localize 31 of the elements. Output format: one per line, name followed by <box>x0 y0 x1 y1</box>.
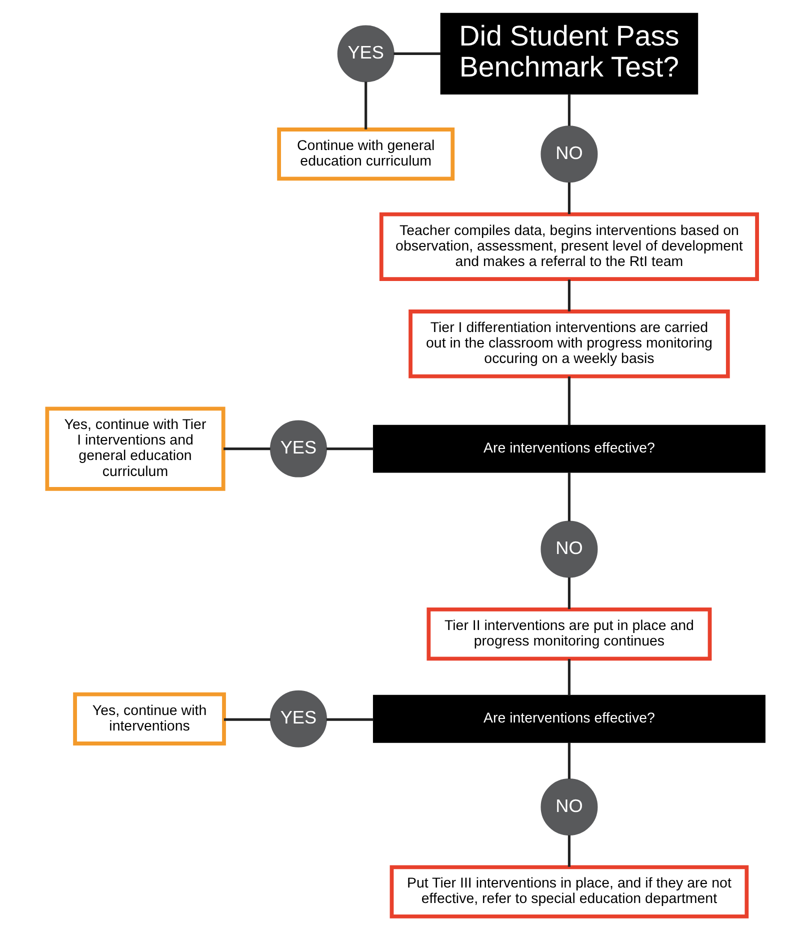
connector <box>394 52 441 56</box>
node-box: Teacher compiles data, begins interventions based on observation, assessment, present level of development and makes a referral to the RtI team <box>379 212 759 282</box>
connector <box>326 718 374 721</box>
connector <box>568 659 570 696</box>
connector <box>568 577 570 610</box>
connector <box>568 182 570 214</box>
connector <box>568 835 570 867</box>
connector <box>224 448 270 450</box>
connector <box>224 718 270 721</box>
node-box: Yes, continue with interventions <box>73 692 226 746</box>
connector <box>568 742 570 779</box>
node-circle: NO <box>540 778 598 836</box>
connector <box>568 94 570 126</box>
connector <box>568 376 570 426</box>
node-box: Are interventions effective? <box>372 424 766 473</box>
connector <box>568 280 570 312</box>
node-box: Yes, continue with Tier I interventions and general education curriculum <box>45 406 226 491</box>
node-circle: YES <box>337 25 394 82</box>
node-box: Continue with general education curriculum <box>277 128 455 181</box>
node-circle: YES <box>270 690 327 748</box>
node-box: Did Student Pass Benchmark Test? <box>440 12 698 95</box>
node-circle: NO <box>540 126 598 183</box>
connector <box>568 472 570 522</box>
node-box: Tier I differentiation interventions are carried out in the classroom with progress monitoring occuring on a weekly basis <box>408 310 730 378</box>
node-box: Are interventions effective? <box>372 694 766 743</box>
node-circle: YES <box>270 420 327 478</box>
node-box: Tier II interventions are put in place and progress monitoring continues <box>426 608 712 661</box>
node-circle: NO <box>540 520 598 578</box>
node-box: Put Tier III interventions in place, and if they are not effective, refer to special education department <box>390 865 749 918</box>
connector <box>326 448 374 450</box>
connector <box>364 82 368 130</box>
